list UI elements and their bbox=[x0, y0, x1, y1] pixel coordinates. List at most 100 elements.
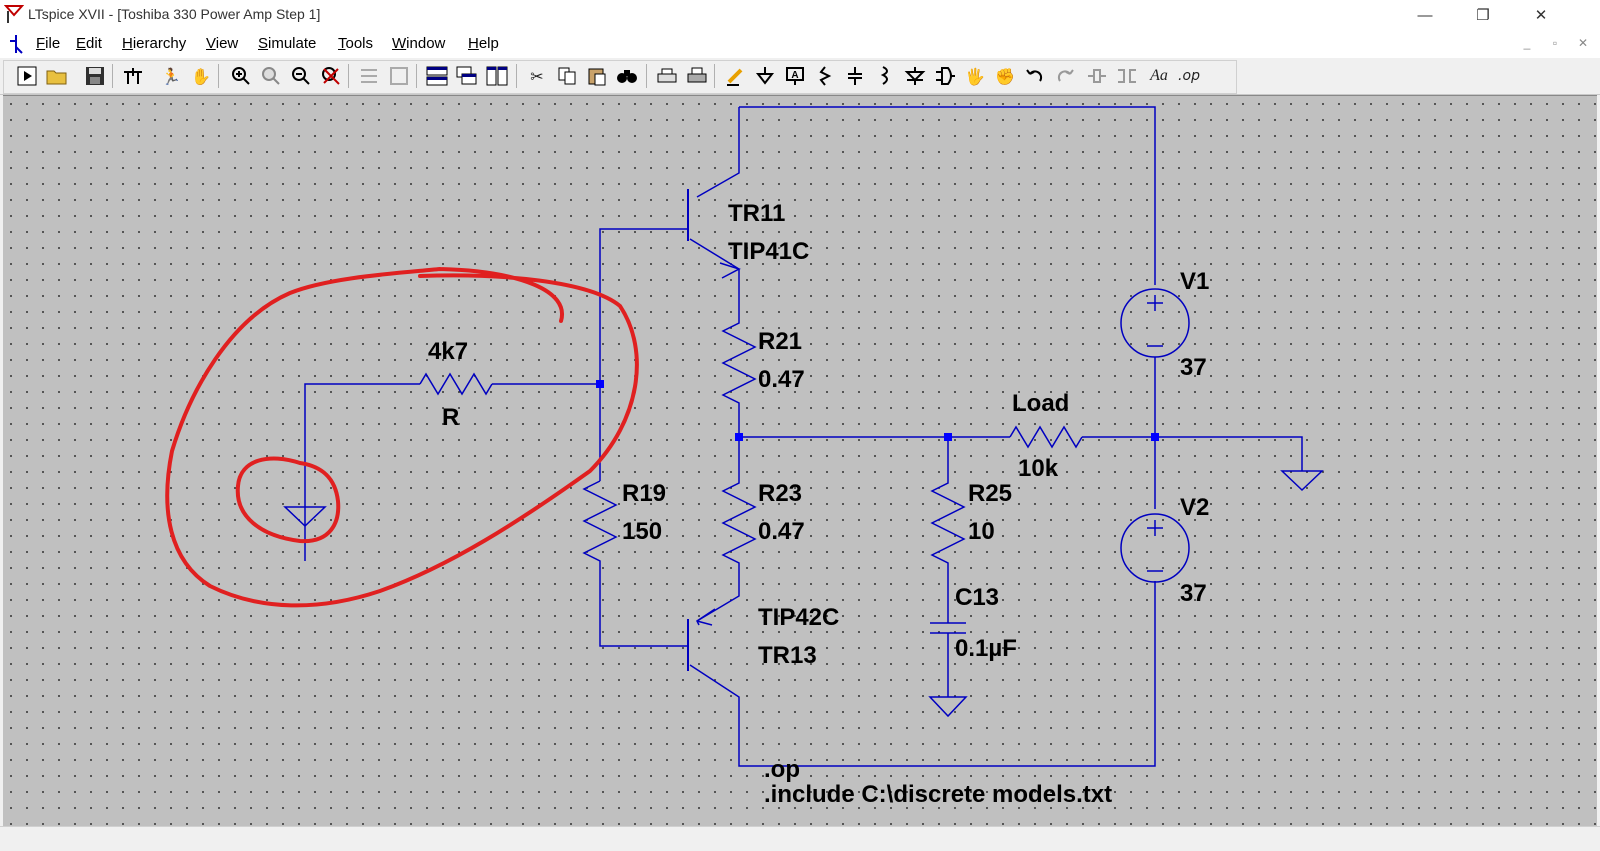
tile-vertical-icon[interactable] bbox=[484, 64, 510, 88]
schematic-canvas[interactable]: TR11 TIP41C 4k7 R R21 0.47 Load 10k V1 3… bbox=[3, 95, 1597, 826]
c13-value-label[interactable]: 0.1µF bbox=[955, 635, 1017, 662]
minimize-button[interactable]: — bbox=[1417, 6, 1433, 24]
zoom-cancel-icon[interactable] bbox=[318, 64, 344, 88]
tr13-value-label[interactable]: TIP42C bbox=[758, 604, 839, 631]
resistor-r19 bbox=[582, 480, 688, 647]
mdi-restore-button[interactable]: ▫ bbox=[1552, 36, 1558, 50]
load-name-label[interactable]: Load bbox=[1012, 390, 1069, 417]
resistor-icon[interactable] bbox=[812, 64, 838, 88]
tr13-emitter-arrow-b bbox=[696, 620, 713, 626]
draw-wire-icon[interactable] bbox=[722, 64, 748, 88]
view-fit-icon[interactable] bbox=[386, 64, 412, 88]
cascade-icon[interactable] bbox=[454, 64, 480, 88]
find-icon[interactable] bbox=[614, 64, 640, 88]
r19-value-label[interactable]: 150 bbox=[622, 518, 662, 545]
ground-symbol-right bbox=[1280, 470, 1324, 492]
tr13-name-label[interactable]: TR13 bbox=[758, 642, 817, 669]
run-man-icon[interactable]: 🏃 bbox=[161, 66, 181, 86]
menu-edit[interactable]: Edit bbox=[76, 35, 102, 52]
r21-name-label[interactable]: R21 bbox=[758, 328, 802, 355]
v2-value-label[interactable]: 37 bbox=[1180, 580, 1207, 607]
mdi-minimize-button[interactable]: _ bbox=[1523, 36, 1531, 50]
tr11-value-label[interactable]: TIP41C bbox=[728, 238, 809, 265]
capacitor-icon[interactable] bbox=[842, 64, 868, 88]
menu-edit-label: dit bbox=[86, 35, 102, 52]
zoom-out-icon[interactable] bbox=[288, 64, 314, 88]
toolbar-separator bbox=[348, 64, 349, 88]
menu-simulate-accel: S bbox=[258, 35, 269, 52]
run-icon[interactable] bbox=[14, 64, 40, 88]
save-icon[interactable] bbox=[82, 64, 108, 88]
tr11-name-label[interactable]: TR11 bbox=[728, 200, 785, 227]
spice-directive-include[interactable]: .include C:\discrete models.txt bbox=[764, 781, 1112, 808]
menu-tools-label: ools bbox=[345, 35, 374, 52]
ground-symbol-input bbox=[283, 506, 327, 528]
tile-horizontal-icon[interactable] bbox=[424, 64, 450, 88]
pan-hand-icon[interactable]: ✋ bbox=[191, 66, 211, 86]
paste-icon[interactable] bbox=[584, 64, 610, 88]
junction-dot bbox=[944, 433, 952, 441]
toolbar-separator bbox=[714, 64, 715, 88]
mdi-close-button[interactable]: ✕ bbox=[1577, 36, 1589, 50]
close-button[interactable]: ✕ bbox=[1534, 7, 1548, 24]
r25-value-label[interactable]: 10 bbox=[968, 518, 995, 545]
wire-top-rail bbox=[739, 106, 1156, 285]
toolbar: 🏃 ✋ ✂ A 🖐 ✊ Aa .op bbox=[0, 58, 1600, 95]
inductor-icon[interactable] bbox=[872, 64, 898, 88]
v2-name-label[interactable]: V2 bbox=[1180, 494, 1209, 521]
print-icon[interactable] bbox=[684, 64, 710, 88]
tr13-emitter-arrow bbox=[696, 608, 716, 626]
v1-name-label[interactable]: V1 bbox=[1180, 268, 1209, 295]
zoom-area-icon[interactable] bbox=[258, 64, 284, 88]
resistor-r-input bbox=[419, 372, 493, 396]
r21-value-label[interactable]: 0.47 bbox=[758, 366, 805, 393]
menu-tools-accel: T bbox=[338, 35, 346, 52]
r23-value-label[interactable]: 0.47 bbox=[758, 518, 805, 545]
wire-tr11-collector bbox=[696, 107, 740, 198]
menu-help[interactable]: Help bbox=[468, 35, 499, 52]
annotation-large-circle bbox=[165, 267, 639, 608]
c13-name-label[interactable]: C13 bbox=[955, 584, 999, 611]
cut-icon[interactable]: ✂ bbox=[530, 66, 544, 86]
copy-icon[interactable] bbox=[554, 64, 580, 88]
restore-button[interactable]: ❐ bbox=[1476, 7, 1490, 24]
spice-directive-op[interactable]: .op bbox=[764, 756, 800, 783]
drag-icon[interactable]: ✊ bbox=[995, 66, 1015, 86]
component-icon[interactable] bbox=[932, 64, 958, 88]
menu-view[interactable]: View bbox=[206, 35, 238, 52]
load-value-label[interactable]: 10k bbox=[1018, 455, 1059, 482]
resistor-load bbox=[1009, 425, 1083, 449]
open-icon[interactable] bbox=[44, 64, 70, 88]
label-net-icon[interactable]: A bbox=[782, 64, 808, 88]
menu-file-accel: F bbox=[36, 35, 46, 52]
menu-window-accel: W bbox=[392, 35, 407, 52]
undo-icon[interactable] bbox=[1022, 64, 1048, 88]
r-input-name-label[interactable]: R bbox=[442, 404, 459, 431]
zoom-in-icon[interactable] bbox=[228, 64, 254, 88]
menu-simulate[interactable]: Simulate bbox=[258, 35, 316, 52]
r-input-value-label[interactable]: 4k7 bbox=[428, 338, 468, 365]
menu-file[interactable]: File bbox=[36, 35, 60, 52]
schematic-doc-icon[interactable] bbox=[6, 33, 26, 55]
text-icon[interactable]: Aa bbox=[1150, 67, 1168, 84]
ground-icon[interactable] bbox=[752, 64, 778, 88]
spice-directive-icon[interactable]: .op bbox=[1178, 68, 1200, 84]
r19-name-label[interactable]: R19 bbox=[622, 480, 666, 507]
control-panel-icon[interactable] bbox=[120, 64, 146, 88]
wire-load-right bbox=[1082, 436, 1303, 471]
menu-tools[interactable]: Tools bbox=[338, 35, 373, 52]
menu-window[interactable]: Window bbox=[392, 35, 445, 52]
redo-icon[interactable] bbox=[1052, 64, 1078, 88]
r25-name-label[interactable]: R25 bbox=[968, 480, 1012, 507]
autorange-icon[interactable] bbox=[356, 64, 382, 88]
diode-icon[interactable] bbox=[902, 64, 928, 88]
mirror-icon[interactable] bbox=[1114, 64, 1140, 88]
move-icon[interactable]: 🖐 bbox=[965, 66, 985, 86]
schematic-drawing: TR11 TIP41C 4k7 R R21 0.47 Load 10k V1 3… bbox=[165, 106, 1324, 808]
r23-name-label[interactable]: R23 bbox=[758, 480, 802, 507]
rotate-icon[interactable] bbox=[1084, 64, 1110, 88]
v1-value-label[interactable]: 37 bbox=[1180, 354, 1207, 381]
toolbar-separator bbox=[112, 64, 113, 88]
menu-hierarchy[interactable]: Hierarchy bbox=[122, 35, 186, 52]
print-setup-icon[interactable] bbox=[654, 64, 680, 88]
